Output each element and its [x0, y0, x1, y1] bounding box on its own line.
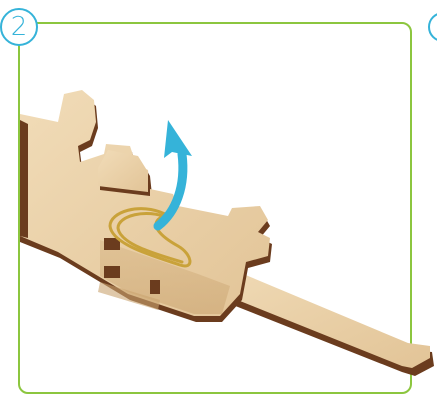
pistol-body: [20, 90, 272, 322]
hammer-plate: [98, 150, 150, 196]
